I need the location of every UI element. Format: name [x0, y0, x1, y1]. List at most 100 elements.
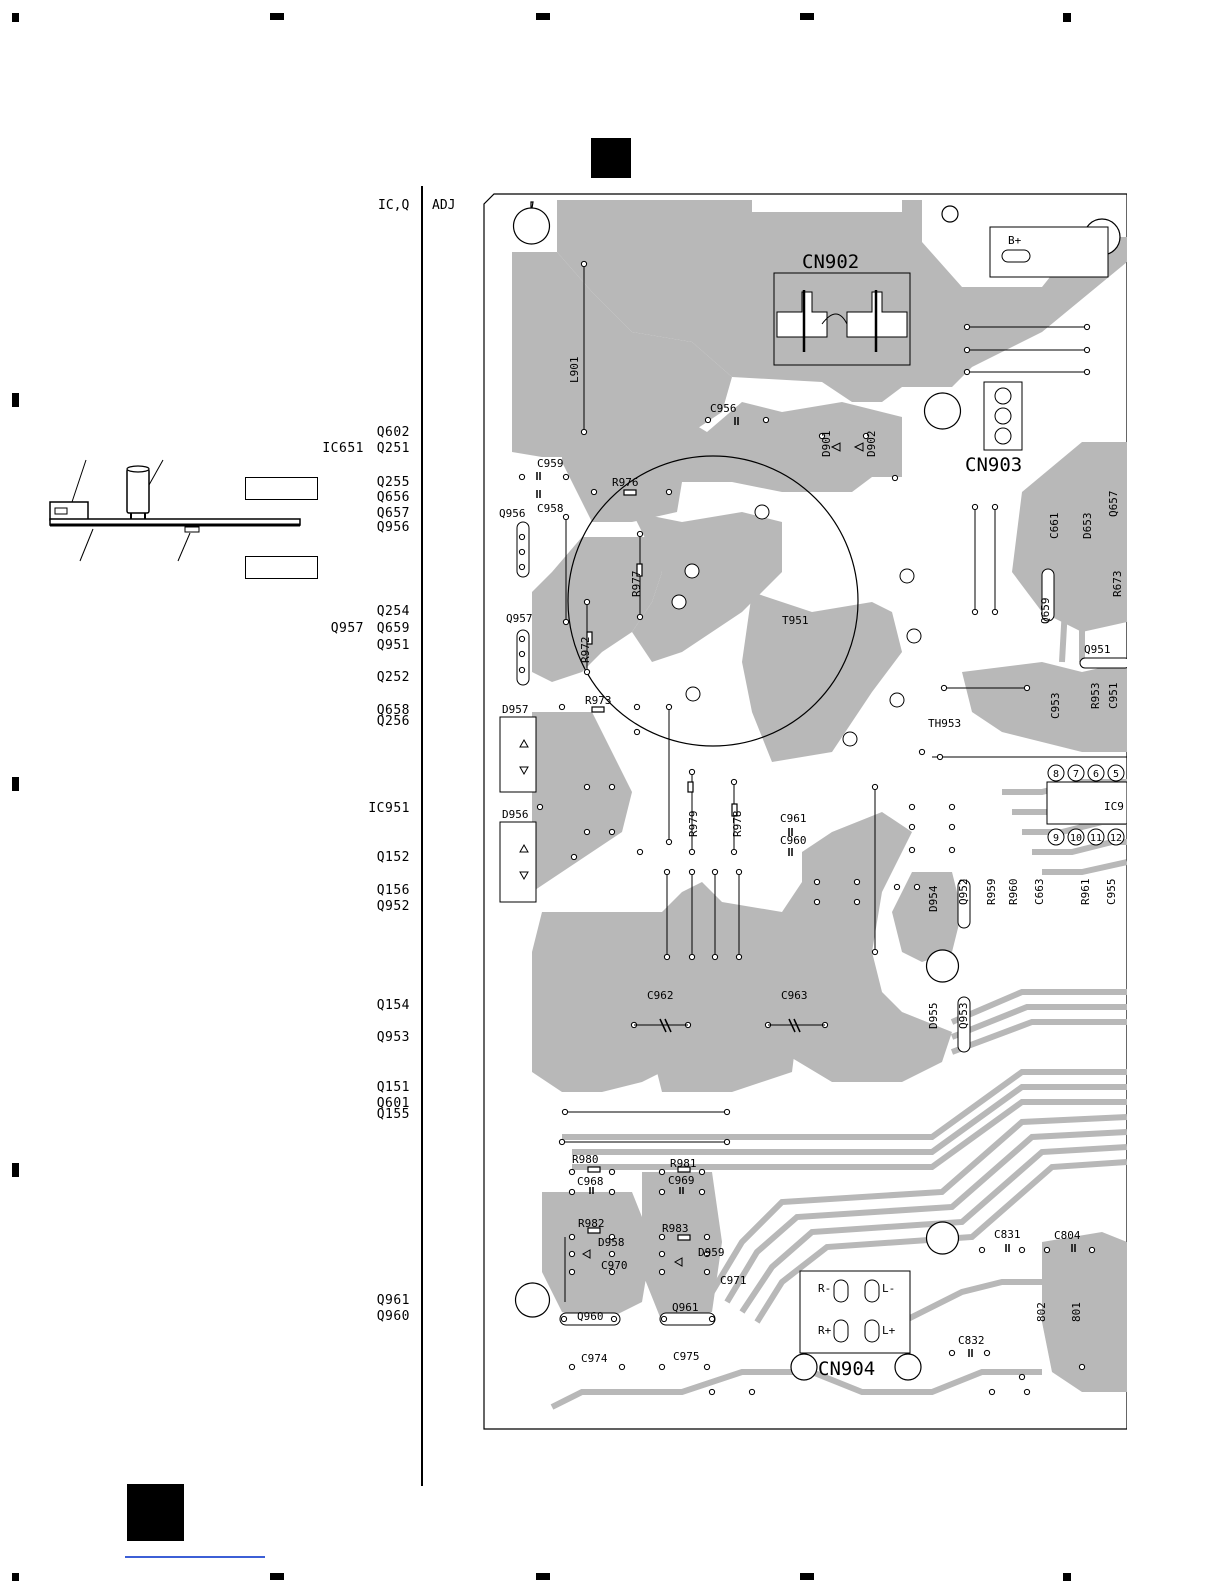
solder-pad	[948, 823, 956, 831]
solder-pad	[908, 823, 916, 831]
solder-pad	[518, 548, 526, 556]
component-label: Q659	[1039, 598, 1052, 625]
ref-item: Q601	[376, 1096, 410, 1111]
solder-pad	[636, 848, 644, 856]
solder-pad	[940, 684, 948, 692]
copper-area	[1012, 442, 1127, 632]
solder-pad	[688, 768, 696, 776]
solder-pad	[633, 728, 641, 736]
solder-pad	[918, 748, 926, 756]
solder-pad	[568, 1233, 576, 1241]
solder-pad	[891, 474, 899, 482]
registration-mark	[1063, 13, 1071, 22]
solder-pad	[608, 1188, 616, 1196]
cn904-pin: L+	[882, 1324, 896, 1337]
component-label: R979	[687, 811, 700, 838]
solder-pad	[636, 530, 644, 538]
solder-pad	[658, 1363, 666, 1371]
solder-pad	[660, 1315, 668, 1323]
copper-area	[632, 512, 782, 662]
bplus-label: B+	[1008, 234, 1022, 247]
component-label: Q957	[506, 612, 533, 625]
solder-pad	[748, 1388, 756, 1396]
ref-item-extra: IC651	[322, 441, 364, 456]
copper-area	[512, 252, 732, 457]
solder-pad	[608, 1268, 616, 1276]
component-label: D956	[502, 808, 529, 821]
solder-pad	[518, 666, 526, 674]
ref-item: Q659	[376, 621, 410, 636]
solder-pad	[708, 1315, 716, 1323]
solder-pad	[703, 1363, 711, 1371]
component-label: C953	[1049, 693, 1062, 720]
component-label: C971	[720, 1274, 747, 1287]
component-label: R982	[578, 1217, 605, 1230]
copper-area	[742, 592, 902, 762]
solder-pad	[583, 783, 591, 791]
ref-item: Q155	[376, 1107, 410, 1122]
solder-pad	[871, 948, 879, 956]
solder-pad	[703, 1233, 711, 1241]
solder-pad	[1078, 1363, 1086, 1371]
solder-pad	[568, 1363, 576, 1371]
copper-area	[962, 662, 1127, 752]
component-label: R673	[1111, 571, 1124, 598]
component-label: R978	[731, 811, 744, 838]
solder-pad	[983, 1349, 991, 1357]
solder-pad	[908, 846, 916, 854]
component-label: R960	[1007, 879, 1020, 906]
section-marker-box	[591, 138, 631, 178]
component-label: D954	[927, 885, 940, 912]
solder-pad	[658, 1188, 666, 1196]
solder-pad	[908, 803, 916, 811]
component-label: C962	[647, 989, 674, 1002]
solder-pad	[583, 668, 591, 676]
registration-mark	[536, 13, 550, 20]
legend-box-top	[245, 477, 318, 500]
solder-pad	[698, 1168, 706, 1176]
copper-area	[652, 952, 802, 1092]
solder-pad	[636, 613, 644, 621]
solder-pad	[1083, 346, 1091, 354]
component-label: R973	[585, 694, 612, 707]
component-label: C958	[537, 502, 564, 515]
ic-pin-number: 11	[1090, 833, 1102, 844]
ref-item: Q156	[376, 883, 410, 898]
component-label: C661	[1048, 513, 1061, 540]
component-label: C961	[780, 812, 807, 825]
component-side-view-illustration	[49, 459, 301, 562]
registration-mark	[12, 1163, 19, 1177]
ref-item: Q151	[376, 1080, 410, 1095]
ref-item: Q952	[376, 899, 410, 914]
component-label: C963	[781, 989, 808, 1002]
solder-pad	[583, 598, 591, 606]
ref-item: Q951	[376, 638, 410, 653]
ref-item: Q152	[376, 850, 410, 865]
solder-pad	[518, 650, 526, 658]
solder-pad	[853, 898, 861, 906]
solder-pad	[991, 503, 999, 511]
ic-label: IC9	[1104, 800, 1124, 813]
solder-pad	[518, 533, 526, 541]
solder-pad	[688, 868, 696, 876]
registration-mark	[12, 777, 19, 791]
solder-pad	[1088, 1246, 1096, 1254]
solder-pad	[735, 868, 743, 876]
solder-pad	[658, 1233, 666, 1241]
solder-pad	[562, 473, 570, 481]
ref-item-extra: Q957	[330, 621, 364, 636]
solder-pad	[590, 488, 598, 496]
copper-area	[542, 1192, 652, 1322]
solder-pad	[948, 803, 956, 811]
component-label: C804	[1054, 1229, 1081, 1242]
ref-item: Q602	[376, 425, 410, 440]
solder-pad	[703, 1268, 711, 1276]
component-label: 802	[1035, 1302, 1048, 1322]
solder-pad	[813, 898, 821, 906]
solder-pad	[704, 416, 712, 424]
ref-item: Q252	[376, 670, 410, 685]
solder-pad	[762, 416, 770, 424]
component-label: C959	[537, 457, 564, 470]
solder-pad	[963, 368, 971, 376]
solder-pad	[871, 783, 879, 791]
